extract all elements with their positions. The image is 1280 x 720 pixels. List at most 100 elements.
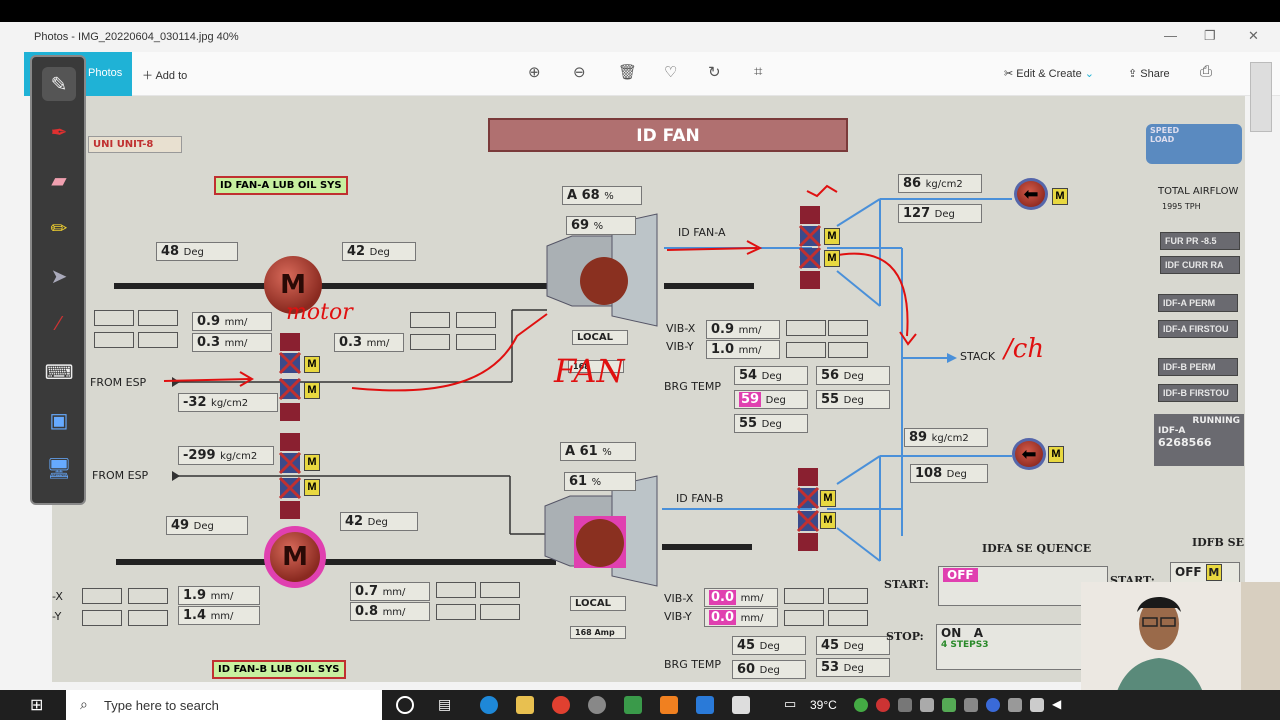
damper-b-arrow-button[interactable]: ⬅ [1012,438,1046,470]
pointer-icon[interactable]: ➤ [50,265,68,288]
idfb-perm-button[interactable]: IDF-B PERM [1158,358,1238,376]
valve-b1-m-badge[interactable]: M [304,454,320,471]
crop-icon[interactable]: ⌗ [754,63,763,80]
volume-icon[interactable]: ◀ [1052,697,1062,711]
brg-a-2: 59 Deg [734,390,808,409]
highlighter-icon[interactable]: ✏ [50,217,68,240]
screen-capture-icon[interactable]: ▣ [49,409,69,432]
eraser-icon[interactable]: ▰ [51,169,67,192]
valve-out-a2-m-badge[interactable]: M [824,250,840,267]
chrome-icon[interactable] [552,696,570,714]
network-icon[interactable] [1030,698,1044,712]
fan-b-local-button[interactable]: LOCAL [570,596,626,611]
fan-b-position: 61 % [564,472,636,491]
close-button[interactable]: ✕ [1248,28,1259,43]
valve-b2-m-badge[interactable]: M [304,479,320,496]
empty-field [828,610,868,626]
microphone-icon[interactable] [920,698,934,712]
valve-out-b2-m-badge[interactable]: M [820,512,836,529]
rotate-icon[interactable]: ↻ [708,64,721,81]
valve-a2-m-badge[interactable]: M [304,382,320,399]
valve-a1-m-badge[interactable]: M [304,356,320,373]
monitor-icon[interactable]: 🖥 [46,457,72,480]
motor-b-temp-right: 42 Deg [340,512,418,531]
favorite-icon[interactable]: ♡ [664,64,678,81]
brush-icon[interactable]: ⁄ [57,312,61,335]
idfa-perm-button[interactable]: IDF-A PERM [1158,294,1238,312]
lub-oil-a-label[interactable]: ID FAN-A LUB OIL SYS [214,176,348,195]
fan-b-label: ID FAN-B [676,492,724,505]
photos-app-icon[interactable] [696,696,714,714]
empty-field [138,310,178,326]
photo-canvas[interactable]: ID FAN UNI UNIT-8 ID FAN-A LUB OIL SYS I… [52,96,1245,682]
windows-start-icon[interactable]: ⊞ [30,697,44,714]
zoom-in-icon[interactable]: ⊕ [528,64,541,81]
idfb-firstout-button[interactable]: IDF-B FIRSTOU [1158,384,1238,402]
valve-out-a1-m-badge[interactable]: M [824,228,840,245]
weather-icon[interactable]: ▭ [784,696,797,711]
whiteboard-icon[interactable]: ✎ [42,67,76,101]
damper-b-m-badge[interactable]: M [1048,446,1064,463]
tray-icon[interactable] [854,698,868,712]
idfb-start-field[interactable]: OFF M [1170,562,1240,583]
tray-icon[interactable] [1008,698,1022,712]
idfa-start-field[interactable]: OFF [938,566,1108,606]
idfa-firstout-button[interactable]: IDF-A FIRSTOU [1158,320,1238,338]
edge-icon[interactable] [480,696,498,714]
plus-icon: ＋ [142,70,156,82]
damper-a-arrow-button[interactable]: ⬅ [1014,178,1048,210]
vertical-scrollbar[interactable] [1250,62,1272,132]
bluetooth-icon[interactable] [986,698,1000,712]
app-icon[interactable] [624,696,642,714]
tray-icon[interactable] [898,698,912,712]
vib-b-right-2: 0.8 mm/ [350,602,430,621]
damper-a-m-badge[interactable]: M [1052,188,1068,205]
maximize-button[interactable]: ❐ [1204,28,1216,43]
share-icon: ⇪ [1128,68,1141,80]
from-esp-b-label: FROM ESP [92,469,149,482]
file-explorer-icon[interactable] [516,696,534,714]
tray-icon[interactable] [964,698,978,712]
whiteboard-app-icon[interactable] [732,696,750,714]
cortana-icon[interactable] [396,696,414,714]
tray-icon[interactable] [942,698,956,712]
vib-a-right-2: 0.3 mm/ [334,333,404,352]
lub-oil-b-label[interactable]: ID FAN-B LUB OIL SYS [212,660,346,679]
fan-b-amps-small: 168 Amp [570,626,626,639]
valve-out-b1-m-badge[interactable]: M [820,490,836,507]
edit-create-button[interactable]: ✂ Edit & Create ⌄ [1004,67,1094,80]
fan-a-local-button[interactable]: LOCAL [572,330,628,345]
empty-field [456,312,496,328]
app-icon[interactable] [588,696,606,714]
print-icon[interactable]: ⎙ [1200,63,1213,80]
fur-pr-button[interactable]: FUR PR -8.5 [1160,232,1240,250]
red-pen-icon[interactable]: ✒ [50,121,68,144]
empty-field [784,588,824,604]
minimize-button[interactable]: — [1164,28,1177,43]
keyboard-icon[interactable]: ⌨ [44,361,74,384]
taskbar-search[interactable]: ⌕ Type here to search [66,690,382,720]
viby-b-value: 0.0 mm/ [704,608,778,627]
tray-icon[interactable] [876,698,890,712]
vib-b-left-1: 1.9 mm/ [178,586,260,605]
speed-load-panel: SPEED LOAD [1146,124,1242,164]
fan-a-motor[interactable]: M [264,256,322,314]
share-button[interactable]: ⇪ Share [1128,67,1170,80]
add-to-button[interactable]: ＋ Add to [142,67,187,83]
vlc-icon[interactable] [660,696,678,714]
empty-field [94,332,134,348]
task-view-icon[interactable]: ▤ [438,696,452,712]
idfb-m-badge: M [1205,564,1222,581]
idfb-sequence-label: IDFB SE Q [1192,536,1245,549]
idf-curr-button[interactable]: IDF CURR RA [1160,256,1240,274]
arrow-left-icon: ⬅ [1023,184,1039,204]
idfa-value: 6268566 [1158,436,1212,449]
search-placeholder: Type here to search [104,698,219,713]
brg-a-1: 54 Deg [734,366,808,385]
empty-field [436,582,476,598]
idfa-stop-field[interactable]: ON A 4 STEPS3 [936,624,1096,670]
delete-icon[interactable]: 🗑 [618,64,638,81]
zoom-out-icon[interactable]: ⊖ [573,64,586,81]
brg-temp-a-label: BRG TEMP [664,380,722,393]
fan-b-motor[interactable]: M [264,526,326,588]
